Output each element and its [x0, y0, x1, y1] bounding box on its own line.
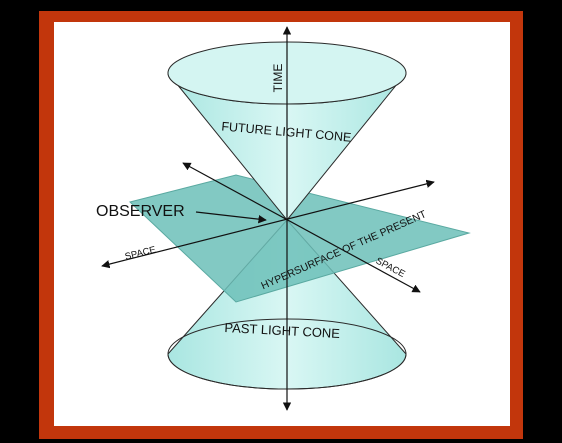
space-axis-b [182, 162, 421, 293]
past-cone-label: PAST LIGHT CONE [224, 320, 341, 341]
observer-pointer [195, 211, 267, 224]
time-axis-label: TIME [271, 64, 285, 93]
observer-label: OBSERVER [96, 203, 185, 220]
